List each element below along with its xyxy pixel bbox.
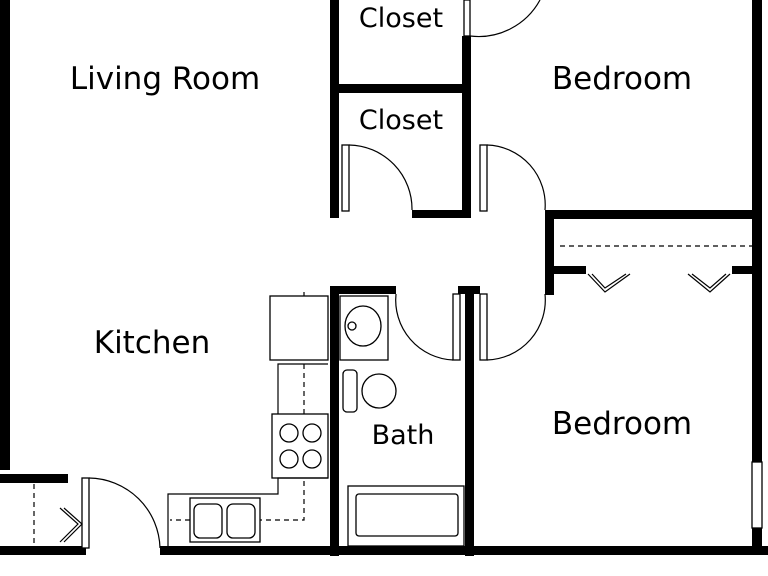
wall-wardrobe-right-stub <box>732 266 754 274</box>
window-bedroom-bottom <box>751 461 763 529</box>
wardrobe-bifold-right-inner <box>691 273 727 289</box>
wall-bottom-main <box>160 546 768 555</box>
label-kitchen: Kitchen <box>94 325 211 361</box>
wall-right-exterior <box>752 0 762 462</box>
bath-fixtures <box>339 295 465 547</box>
refrigerator <box>269 295 329 361</box>
kitchen-counter-outline <box>277 363 328 414</box>
wall-bath-top-left <box>330 286 396 294</box>
toilet-tank <box>342 369 358 413</box>
label-closet-middle: Closet <box>359 105 443 136</box>
wall-bottom-left <box>0 546 86 555</box>
label-closet-top: Closet <box>359 3 443 34</box>
wall-left-exterior <box>0 0 10 470</box>
door-closet-top-swing <box>469 0 541 38</box>
kitchen-fixtures <box>167 295 329 546</box>
wall-right-exterior-lower <box>752 528 762 550</box>
wardrobe-bifold-left <box>587 273 631 293</box>
doors <box>59 0 731 549</box>
door-bath-leaf <box>452 293 461 361</box>
door-bedroom-top-swing <box>486 144 546 211</box>
stove <box>271 413 329 479</box>
label-bedroom-top: Bedroom <box>552 61 692 97</box>
label-living-room: Living Room <box>70 61 260 97</box>
wall-closet-right <box>462 36 471 218</box>
door-bedroom-bottom-leaf <box>479 293 488 361</box>
room-labels: Living Room Closet Closet Bedroom Kitche… <box>70 3 692 451</box>
wall-wardrobe-left-stub <box>554 266 586 274</box>
door-bedroom-bottom-swing <box>486 293 546 361</box>
door-closet-middle-leaf <box>341 144 350 212</box>
wall-hall-right <box>545 210 554 295</box>
door-closet-top-leaf <box>463 0 471 37</box>
wall-closet-divider <box>330 84 470 93</box>
bath-sink-drain <box>347 321 357 331</box>
label-bath: Bath <box>372 420 435 451</box>
walls <box>0 0 768 556</box>
entry-closet-bifold-inner <box>63 507 83 543</box>
door-bedroom-top-leaf <box>479 144 488 212</box>
door-entry-swing <box>88 477 161 549</box>
kitchen-sink-basin-left <box>193 503 223 539</box>
wall-bedroom-bottom-top <box>545 210 762 219</box>
wall-closet-bottom-right <box>412 210 471 218</box>
bath-sink-basin <box>344 305 382 347</box>
wall-left-entry-stub <box>0 474 68 483</box>
wardrobe-bifold-right <box>687 273 731 293</box>
stove-burner-1 <box>279 423 299 443</box>
stove-burner-2 <box>302 423 322 443</box>
kitchen-sink-basin-right <box>226 503 256 539</box>
stove-burner-4 <box>302 449 322 469</box>
bathtub-inner <box>355 493 459 537</box>
toilet-bowl <box>361 373 397 409</box>
wall-bath-left <box>330 286 339 556</box>
label-bedroom-bottom: Bedroom <box>552 406 692 442</box>
entry-closet-bifold <box>59 507 79 543</box>
wall-bath-right <box>465 286 474 556</box>
wardrobe-bifold-left-inner <box>591 273 627 289</box>
door-entry-leaf <box>81 477 90 549</box>
wall-closet-left <box>330 0 339 218</box>
kitchen-counter-lower <box>167 477 328 546</box>
stove-burner-3 <box>279 449 299 469</box>
door-bath-swing <box>395 293 454 361</box>
door-closet-middle-swing <box>348 144 413 211</box>
